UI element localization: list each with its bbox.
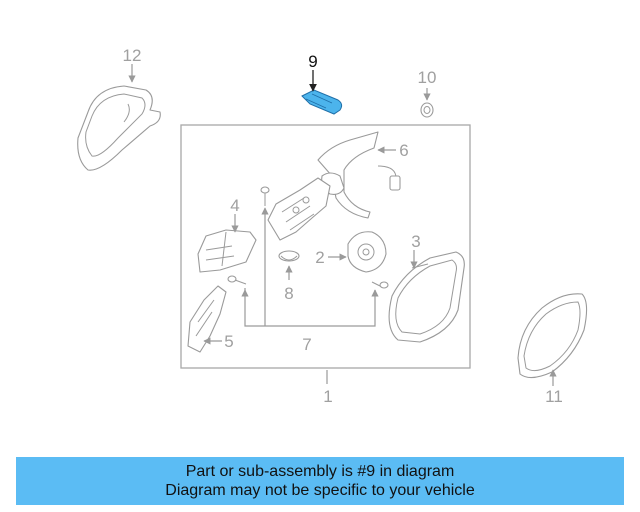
screw-right <box>371 281 389 289</box>
part-8-clip <box>278 250 300 262</box>
callout-2: 2 <box>315 248 324 267</box>
callout-8: 8 <box>284 284 293 303</box>
callout-1: 1 <box>323 387 332 406</box>
callout-6: 6 <box>399 141 408 160</box>
callout-5: 5 <box>224 332 233 351</box>
callout-12: 12 <box>123 46 142 65</box>
part-11-mirror-glass <box>517 293 588 379</box>
callout-11: 11 <box>545 387 563 406</box>
callout-3: 3 <box>411 232 420 251</box>
part-5-lower-bracket <box>187 285 227 353</box>
callout-7: 7 <box>302 335 311 354</box>
banner-line-2: Diagram may not be specific to your vehi… <box>165 482 475 499</box>
part-10-nut <box>420 102 434 118</box>
assembly-box <box>180 124 471 369</box>
part-3-mirror-glass <box>388 251 465 343</box>
banner-line-1: Part or sub-assembly is #9 in diagram <box>185 463 455 480</box>
part-2-actuator <box>347 231 387 273</box>
callout-9: 9 <box>308 52 317 71</box>
part-6-mirror-base <box>317 131 401 219</box>
mirror-motor-bracket <box>267 177 331 241</box>
screw-top <box>260 186 270 206</box>
part-4-bracket <box>197 229 257 273</box>
callout-4: 4 <box>230 196 239 215</box>
part-9-bulb <box>301 89 343 115</box>
part-12-mirror-cover <box>77 85 161 171</box>
callout-10: 10 <box>418 68 437 87</box>
screw-left <box>227 275 247 285</box>
info-banner: Part or sub-assembly is #9 in diagram Di… <box>16 457 624 505</box>
